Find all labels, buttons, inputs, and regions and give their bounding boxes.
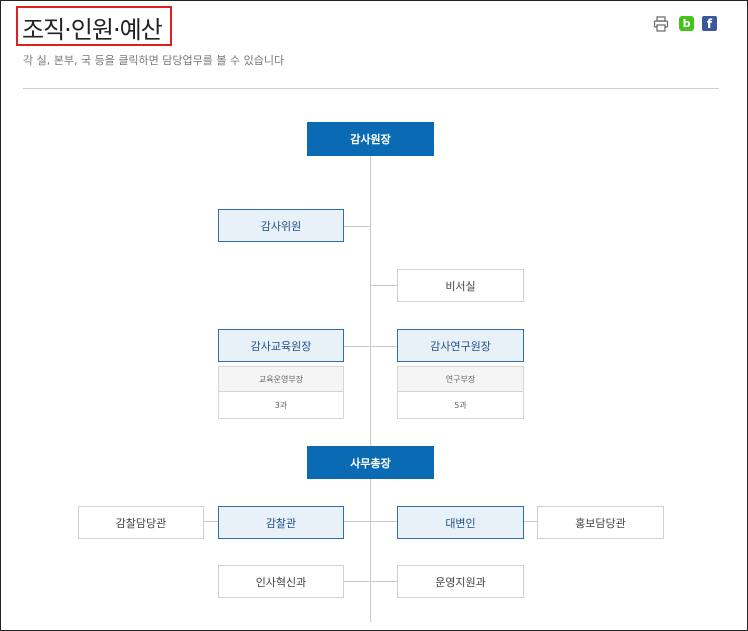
org-box-hr-innovation[interactable]: 인사혁신과 <box>218 565 344 598</box>
org-box-research-institute[interactable]: 감사연구원장 <box>397 329 524 362</box>
secretariat-connector <box>370 285 398 286</box>
org-box-secretary-general[interactable]: 사무총장 <box>307 446 434 479</box>
org-box-inspector[interactable]: 감찰관 <box>218 506 344 539</box>
research-sub-department: 연구부장 <box>397 366 524 392</box>
page-subtitle: 각 실, 본부, 국 등을 클릭하면 담당업무를 볼 수 있습니다 <box>23 54 285 67</box>
research-sub-detail: 5과 <box>397 391 524 419</box>
education-sub-detail: 3과 <box>218 391 344 419</box>
audit-officer-connector <box>203 521 219 522</box>
main-trunk-line <box>370 156 371 622</box>
facebook-share-icon[interactable]: f <box>702 16 717 31</box>
blog-share-icon[interactable]: b <box>679 16 694 31</box>
printer-icon[interactable] <box>653 16 669 32</box>
commissioner-connector <box>343 226 371 227</box>
org-box-audit-officer[interactable]: 감찰담당관 <box>78 506 204 539</box>
page-title: 조직·인원·예산 <box>22 16 163 44</box>
institutes-connector <box>343 346 398 347</box>
org-box-operations-support[interactable]: 운영지원과 <box>397 565 524 598</box>
departments-connector <box>343 581 398 582</box>
pr-officer-connector <box>522 521 538 522</box>
org-box-education-institute[interactable]: 감사교육원장 <box>218 329 344 362</box>
title-highlight <box>16 6 172 46</box>
org-box-chairman[interactable]: 감사원장 <box>307 122 434 156</box>
header-divider <box>23 88 719 89</box>
org-box-secretariat[interactable]: 비서실 <box>397 269 524 302</box>
education-sub-department: 교육운영부장 <box>218 366 344 392</box>
inspector-spokesperson-connector <box>343 521 398 522</box>
org-box-pr-officer[interactable]: 홍보담당관 <box>537 506 664 539</box>
org-box-spokesperson[interactable]: 대변인 <box>397 506 524 539</box>
org-box-commissioner[interactable]: 감사위원 <box>218 209 344 242</box>
